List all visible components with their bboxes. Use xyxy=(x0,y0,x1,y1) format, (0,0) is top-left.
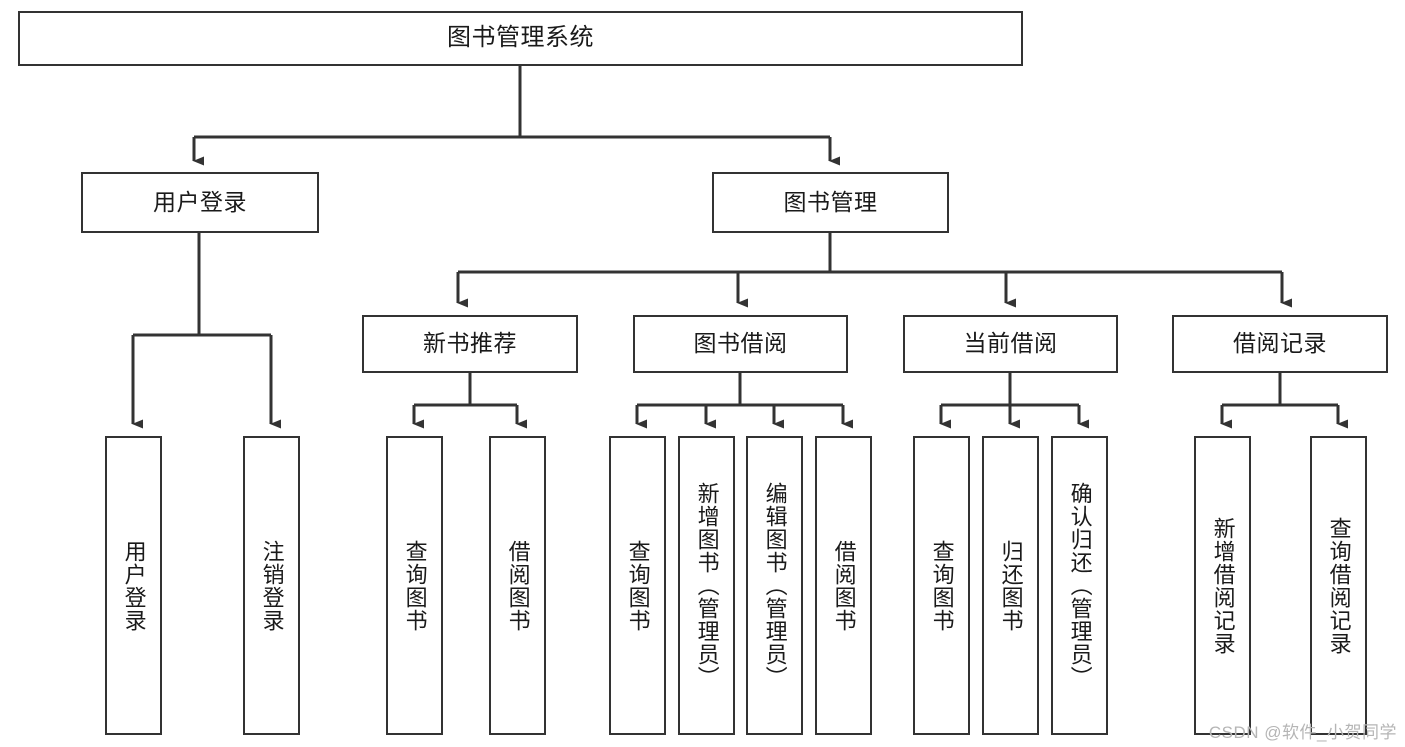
leaf-borrow-record-query-record[interactable]: 查询借阅记录 xyxy=(1310,436,1367,735)
leaf-book-borrow-borrow-book[interactable]: 借阅图书 xyxy=(815,436,872,735)
node-book-borrow[interactable]: 图书借阅 xyxy=(633,315,848,373)
node-user-login[interactable]: 用户登录 xyxy=(81,172,319,233)
leaf-label: 新增借阅记录 xyxy=(1210,516,1236,655)
node-book-management[interactable]: 图书管理 xyxy=(712,172,949,233)
node-root-label: 图书管理系统 xyxy=(447,24,594,52)
leaf-current-borrow-return-book[interactable]: 归还图书 xyxy=(982,436,1039,735)
leaf-label: 查询借阅记录 xyxy=(1326,516,1352,655)
node-book-borrow-label: 图书借阅 xyxy=(693,330,788,357)
leaf-user-login-logout[interactable]: 注销登录 xyxy=(243,436,300,735)
leaf-book-borrow-edit-book-admin[interactable]: 编辑图书（管理员） xyxy=(746,436,803,735)
leaf-user-login-login[interactable]: 用户登录 xyxy=(105,436,162,735)
leaf-label: 确认归还（管理员） xyxy=(1067,482,1093,689)
leaf-label: 用户登录 xyxy=(121,539,147,632)
leaf-label: 查询图书 xyxy=(402,539,428,632)
node-current-borrow[interactable]: 当前借阅 xyxy=(903,315,1118,373)
leaf-new-book-query-book[interactable]: 查询图书 xyxy=(386,436,443,735)
node-book-management-label: 图书管理 xyxy=(783,188,878,215)
leaf-new-book-borrow-book[interactable]: 借阅图书 xyxy=(489,436,546,735)
leaf-current-borrow-confirm-return-admin[interactable]: 确认归还（管理员） xyxy=(1051,436,1108,735)
leaf-label: 查询图书 xyxy=(625,539,651,632)
node-current-borrow-label: 当前借阅 xyxy=(963,330,1058,357)
leaf-book-borrow-add-book-admin[interactable]: 新增图书（管理员） xyxy=(678,436,735,735)
leaf-book-borrow-query-book[interactable]: 查询图书 xyxy=(609,436,666,735)
node-user-login-label: 用户登录 xyxy=(153,188,247,215)
leaf-label: 新增图书（管理员） xyxy=(694,482,720,689)
node-root-book-management-system[interactable]: 图书管理系统 xyxy=(18,11,1023,66)
leaf-label: 注销登录 xyxy=(259,539,285,632)
leaf-label: 借阅图书 xyxy=(505,539,531,632)
leaf-current-borrow-query-book[interactable]: 查询图书 xyxy=(913,436,970,735)
leaf-label: 编辑图书（管理员） xyxy=(762,482,788,689)
leaf-label: 归还图书 xyxy=(998,539,1024,632)
leaf-label: 查询图书 xyxy=(929,539,955,632)
leaf-borrow-record-add-record[interactable]: 新增借阅记录 xyxy=(1194,436,1251,735)
node-borrow-record[interactable]: 借阅记录 xyxy=(1172,315,1388,373)
leaf-label: 借阅图书 xyxy=(831,539,857,632)
watermark: CSDN @软件_小贺同学 xyxy=(1208,723,1397,742)
node-borrow-record-label: 借阅记录 xyxy=(1233,330,1327,357)
node-new-book-recommend[interactable]: 新书推荐 xyxy=(362,315,578,373)
node-new-book-recommend-label: 新书推荐 xyxy=(423,330,517,357)
